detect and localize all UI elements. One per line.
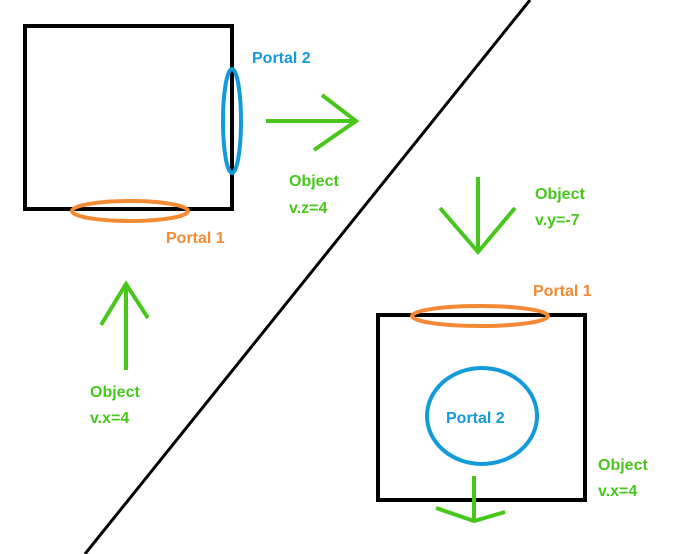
scene-b-exit-object-title: Object — [598, 457, 648, 474]
scene-b-entry-object-title: Object — [535, 186, 585, 203]
scene-a-portal-1-label: Portal 1 — [166, 230, 225, 247]
scene-b-portal-1 — [410, 304, 550, 328]
scene-a-box — [23, 24, 234, 211]
scene-a-entry-arrow — [99, 280, 150, 370]
scene-b-box — [376, 313, 587, 502]
scene-b: Portal 1 Portal 2 Object v.y=-7 Object v… — [376, 177, 648, 524]
scene-a-entry-object-velocity: v.x=4 — [90, 410, 129, 427]
scene-a-entry-object-title: Object — [90, 384, 140, 401]
scene-b-exit-arrow — [435, 476, 506, 524]
scene-a-portal-2-label: Portal 2 — [252, 50, 311, 67]
scene-a-exit-object-velocity: v.z=4 — [289, 200, 328, 217]
scene-a-portal-2 — [221, 67, 243, 175]
scene-divider — [83, 0, 532, 554]
scene-b-portal-1-label: Portal 1 — [533, 283, 592, 300]
scene-a-exit-object-title: Object — [289, 173, 339, 190]
scene-b-entry-object-velocity: v.y=-7 — [535, 212, 580, 229]
scene-b-exit-object-velocity: v.x=4 — [598, 483, 637, 500]
scene-b-portal-2 — [425, 366, 539, 466]
scene-a-portal-1 — [70, 199, 190, 223]
scene-a-exit-arrow — [266, 93, 360, 152]
scene-b-entry-arrow — [438, 177, 517, 256]
scene-a: Portal 2 Portal 1 Object v.z=4 Object v.… — [23, 24, 360, 427]
scene-b-portal-2-label: Portal 2 — [446, 410, 505, 427]
